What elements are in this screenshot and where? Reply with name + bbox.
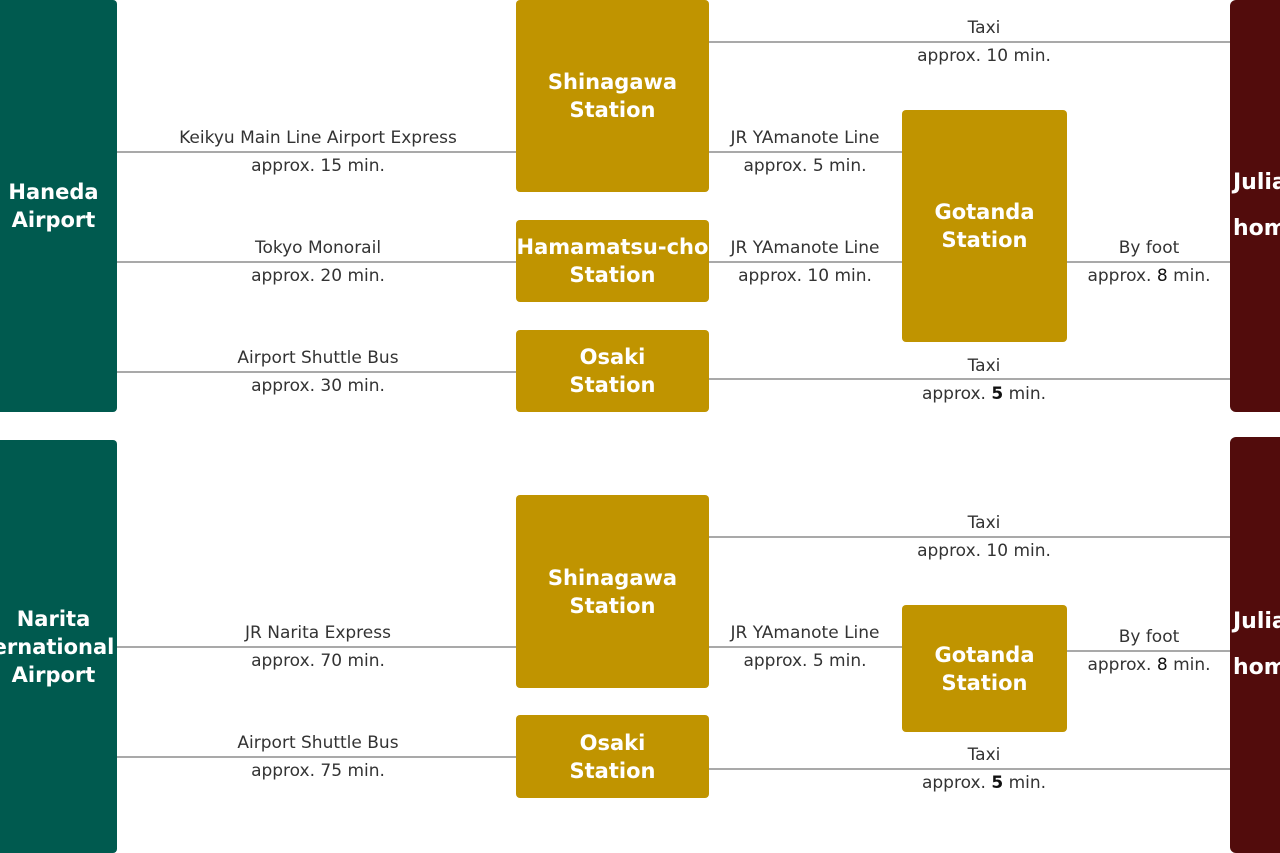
- label-by-foot: By foot approx. 8 min.: [1087, 238, 1211, 286]
- route-line-narita-taxi-shinagawa: [708, 536, 1232, 538]
- route-line-narita-express: [116, 646, 518, 648]
- route-line-keikyu: [116, 151, 518, 153]
- route-line-monorail: [116, 261, 518, 263]
- route-line-narita-jr-shinagawa-gotanda: [708, 646, 904, 648]
- route-line-jr-shinagawa-gotanda: [708, 151, 904, 153]
- route-line-narita-shuttle: [116, 756, 518, 758]
- route-line-foot-gotanda-home: [1065, 261, 1232, 263]
- route-line-jr-hamamatsucho-gotanda: [708, 261, 904, 263]
- route-line-taxi-shinagawa: [708, 41, 1232, 43]
- label-narita-taxi-bottom: Taxi approx. 5 min.: [921, 745, 1047, 793]
- route-line-taxi-osaki: [708, 378, 1232, 380]
- label-taxi-bottom: Taxi approx. 5 min.: [921, 356, 1047, 404]
- label-narita-by-foot: By foot approx. 8 min.: [1087, 627, 1211, 675]
- route-line-narita-taxi-osaki: [708, 768, 1232, 770]
- route-line-shuttle: [116, 371, 518, 373]
- route-line-narita-foot-gotanda-home: [1065, 650, 1232, 652]
